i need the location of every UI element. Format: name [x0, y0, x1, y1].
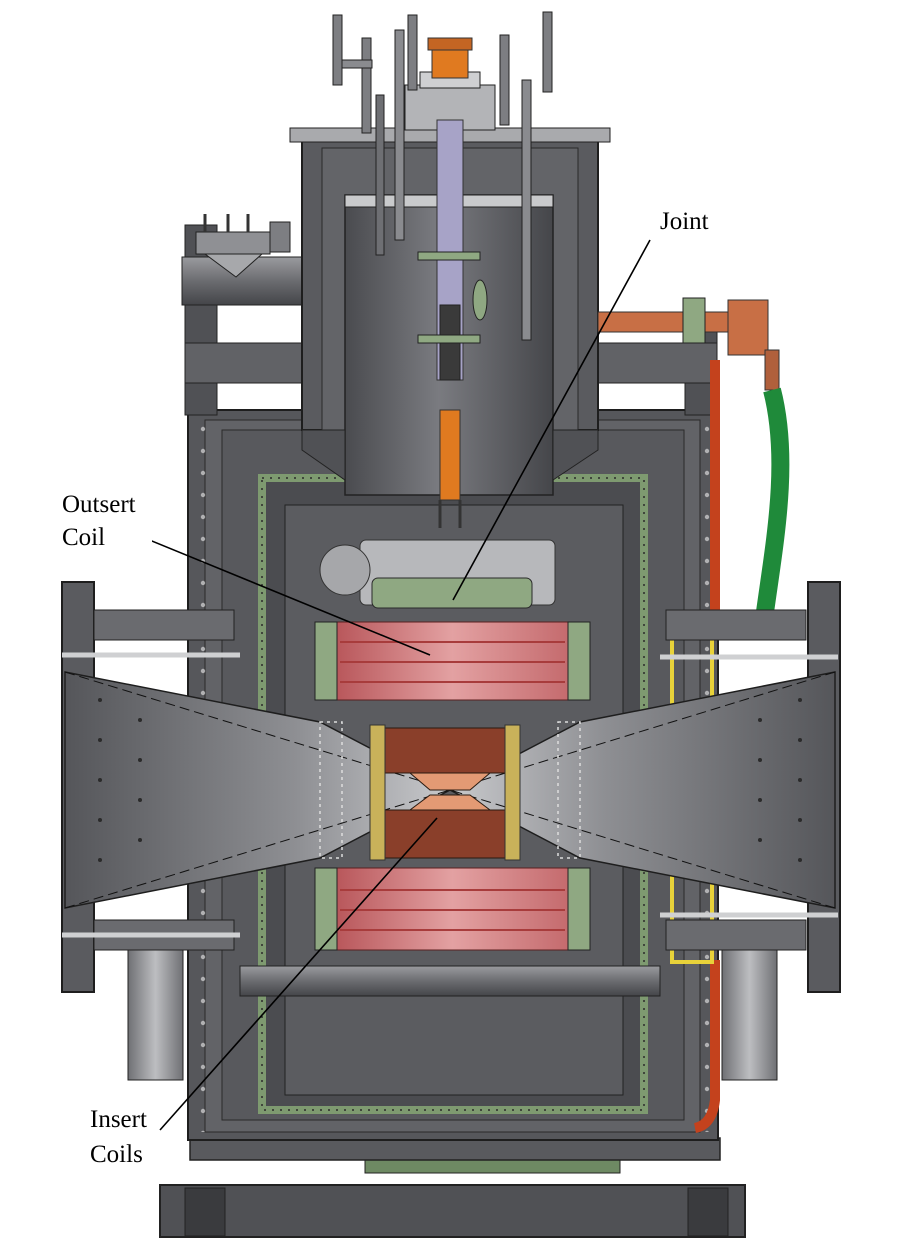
callout-labels: Joint Outsert Coil Insert Coils	[60, 205, 718, 1168]
insert-coils-label-line1: Insert	[90, 1106, 147, 1133]
vacuum-port	[181, 214, 303, 306]
outsert-coil-label-line1: Outsert	[62, 491, 136, 518]
base-frame	[159, 1137, 746, 1238]
outsert-leader	[124, 529, 431, 656]
insert-coils-label-line2: Coils	[90, 1141, 143, 1168]
callout-leaders	[124, 239, 651, 1131]
current-lead	[417, 37, 488, 528]
outsert-coil-label-line2: Coil	[62, 524, 105, 551]
service-pipes	[332, 11, 553, 341]
joint-label: Joint	[660, 208, 709, 235]
bore-assembly	[61, 581, 841, 1081]
insert-leader	[159, 817, 438, 1131]
external-leads	[597, 297, 790, 1133]
joint-leader	[452, 239, 651, 601]
coil-cold-mass	[314, 539, 591, 951]
